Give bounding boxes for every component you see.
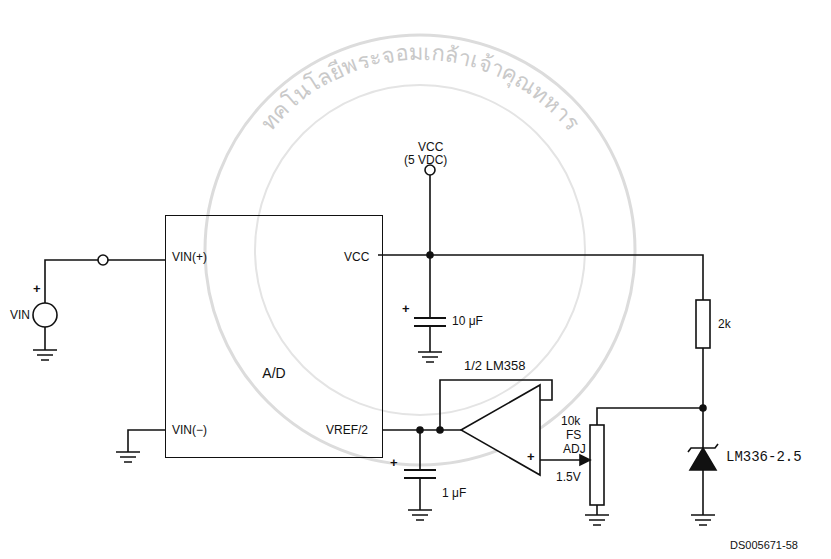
wire xyxy=(596,505,598,515)
ground-symbol xyxy=(418,352,442,362)
wire xyxy=(419,430,421,470)
wire xyxy=(378,175,703,318)
capacitor-symbol xyxy=(404,470,436,478)
watermark: ทคโนโลยีพระจอมเกล้าเจ้าคุณทหาร xyxy=(255,40,584,136)
voltage-source xyxy=(33,303,57,327)
wire xyxy=(429,326,431,352)
capacitor-value: 10 μF xyxy=(452,314,483,328)
watermark-ring xyxy=(255,85,585,415)
resistor-symbol xyxy=(696,300,710,348)
source-name: VIN xyxy=(10,308,30,322)
ground-symbol xyxy=(408,510,432,520)
polarity-mark: + xyxy=(390,456,398,470)
ground-symbol xyxy=(585,515,609,525)
supply-value: (5 VDC) xyxy=(404,153,447,167)
pot-name: FS xyxy=(566,428,581,442)
ground-symbol xyxy=(691,515,715,525)
zener-symbol xyxy=(688,444,718,452)
pot-value: 10k xyxy=(561,414,580,428)
ground-symbol xyxy=(33,350,57,360)
opamp-triangle xyxy=(461,385,540,475)
block-name: A/D xyxy=(166,366,382,381)
figure-code: DS005671-58 xyxy=(730,538,798,552)
pin-name: VREF/2 xyxy=(326,423,368,437)
pin-sign: + xyxy=(527,450,535,464)
wire xyxy=(540,459,583,461)
polarity-mark: + xyxy=(402,302,410,316)
wire xyxy=(45,260,165,303)
wire xyxy=(419,478,421,510)
capacitor-value: 1 μF xyxy=(442,486,466,500)
watermark-ring xyxy=(205,35,635,465)
supply-name: VCC xyxy=(418,140,443,154)
opamp-node: 1/2 LM358 xyxy=(460,356,550,478)
polarity-mark: + xyxy=(33,282,41,296)
pin-name: VIN(−) xyxy=(172,423,207,437)
voltage-value: 1.5V xyxy=(556,470,581,484)
wire xyxy=(597,348,703,448)
zener-part: LM336-2.5 xyxy=(726,450,802,464)
terminal xyxy=(98,255,108,265)
junction-dot xyxy=(427,252,433,258)
part-name: 1/2 LM358 xyxy=(464,358,525,373)
ground-symbol xyxy=(116,452,140,462)
pin-name: VCC xyxy=(344,250,369,264)
wire xyxy=(44,327,46,350)
zener-symbol xyxy=(690,448,716,470)
pin-name: VIN(+) xyxy=(172,250,207,264)
pot-name: ADJ xyxy=(563,442,586,456)
wire xyxy=(702,470,704,515)
opamp-triangle xyxy=(460,356,550,478)
wire xyxy=(128,430,165,452)
junction-dot xyxy=(700,405,706,411)
wire xyxy=(383,429,461,431)
wiper-arrow xyxy=(580,455,590,465)
resistor-value: 2k xyxy=(718,317,731,331)
potentiometer-symbol xyxy=(590,425,604,505)
capacitor-symbol xyxy=(414,318,446,326)
